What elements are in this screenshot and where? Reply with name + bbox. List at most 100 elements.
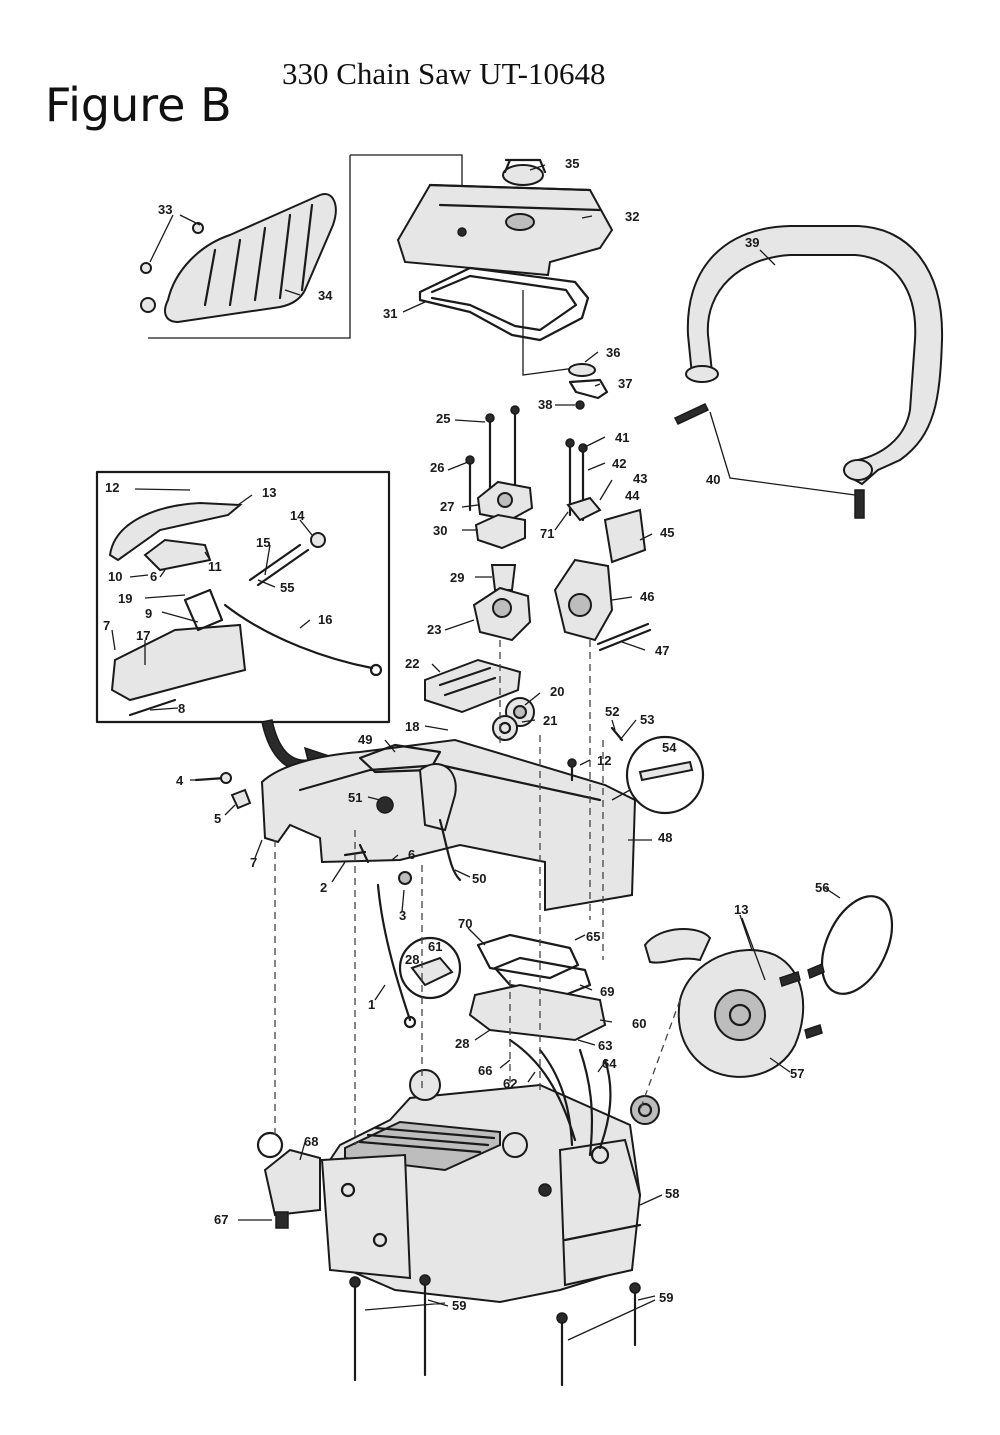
callout-62: 62 xyxy=(503,1076,517,1091)
handle-bar-group xyxy=(673,225,944,519)
callout-48: 48 xyxy=(658,830,672,845)
bolts-carburetor xyxy=(465,405,588,522)
callout-16: 16 xyxy=(318,612,332,627)
diagram-title: 330 Chain Saw UT-10648 xyxy=(282,56,606,91)
callout-5: 5 xyxy=(214,811,221,826)
callout-41: 41 xyxy=(615,430,629,445)
callout-9: 9 xyxy=(145,606,152,621)
fuel-lines xyxy=(508,1038,612,1157)
callout-42: 42 xyxy=(612,456,626,471)
callout-14: 14 xyxy=(290,508,305,523)
callout-8: 8 xyxy=(178,701,185,716)
starter-assembly xyxy=(630,895,894,1125)
rear-handle-housing xyxy=(260,738,637,912)
callout-52: 52 xyxy=(605,704,619,719)
callout-31: 31 xyxy=(383,306,397,321)
callout-56: 56 xyxy=(815,880,829,895)
callout-43: 43 xyxy=(633,471,647,486)
callout-7b: 7 xyxy=(250,855,257,870)
callout-2: 2 xyxy=(320,880,327,895)
handle-top xyxy=(108,501,243,562)
intake-parts xyxy=(553,496,652,652)
callout-64: 64 xyxy=(602,1056,617,1071)
callout-45: 45 xyxy=(660,525,674,540)
callout-71: 71 xyxy=(540,526,554,541)
callout-63: 63 xyxy=(598,1038,612,1053)
callout-70: 70 xyxy=(458,916,472,931)
callout-26: 26 xyxy=(430,460,444,475)
callout-32: 32 xyxy=(625,209,639,224)
callout-1: 1 xyxy=(368,997,375,1012)
callout-47: 47 xyxy=(655,643,669,658)
callout-17: 17 xyxy=(136,628,150,643)
top-cover xyxy=(396,183,614,277)
insulator-block xyxy=(468,983,607,1042)
callout-25: 25 xyxy=(436,411,450,426)
alignment-lines xyxy=(274,640,681,1145)
callout-36: 36 xyxy=(606,345,620,360)
callout-50: 50 xyxy=(472,871,486,886)
callout-53: 53 xyxy=(640,712,654,727)
callout-29: 29 xyxy=(450,570,464,585)
callout-18: 18 xyxy=(405,719,419,734)
gasket xyxy=(418,266,590,342)
filter-seals xyxy=(424,658,535,741)
callout-28a: 28 xyxy=(405,952,419,967)
fuel-tank xyxy=(558,1138,642,1287)
bottom-bolts xyxy=(275,1211,641,1387)
handle-body xyxy=(110,623,247,702)
muffler xyxy=(320,1153,412,1280)
callout-58: 58 xyxy=(665,1186,679,1201)
carburetor-stack xyxy=(472,480,534,642)
callout-67: 67 xyxy=(214,1212,228,1227)
rewind-spring xyxy=(820,895,894,995)
callout-6a: 6 xyxy=(150,569,157,584)
engine-block xyxy=(256,1069,642,1304)
figure-label: Figure B xyxy=(45,78,232,132)
callout-33: 33 xyxy=(158,202,172,217)
callout-51: 51 xyxy=(348,790,362,805)
part-callouts: 35 32 33 34 31 39 36 37 38 25 41 26 42 4… xyxy=(103,156,829,1313)
callout-27: 27 xyxy=(440,499,454,514)
key-inset xyxy=(611,735,705,815)
callout-30: 30 xyxy=(433,523,447,538)
callout-20: 20 xyxy=(550,684,564,699)
callout-68: 68 xyxy=(304,1134,318,1149)
callout-35: 35 xyxy=(565,156,579,171)
callout-11: 11 xyxy=(208,559,222,574)
callout-13a: 13 xyxy=(262,485,276,500)
callout-37: 37 xyxy=(618,376,632,391)
callout-22: 22 xyxy=(405,656,419,671)
callout-21: 21 xyxy=(543,713,557,728)
callout-7a: 7 xyxy=(103,618,110,633)
callout-44: 44 xyxy=(625,488,640,503)
callout-4: 4 xyxy=(176,773,184,788)
main-housing xyxy=(260,738,637,912)
callout-10: 10 xyxy=(108,569,122,584)
callout-46: 46 xyxy=(640,589,654,604)
callout-38: 38 xyxy=(538,397,552,412)
callout-6b: 6 xyxy=(408,847,415,862)
callout-54: 54 xyxy=(662,740,677,755)
inset-throttle-box xyxy=(95,470,391,724)
filter-cover-group xyxy=(140,154,463,339)
callout-66: 66 xyxy=(478,1063,492,1078)
callout-65: 65 xyxy=(586,929,600,944)
fuel-cap xyxy=(502,164,544,186)
callout-55: 55 xyxy=(280,580,294,595)
callout-59a: 59 xyxy=(452,1298,466,1313)
callout-12b: 12 xyxy=(597,753,611,768)
callout-34: 34 xyxy=(318,288,333,303)
callout-15: 15 xyxy=(256,535,270,550)
callout-61: 61 xyxy=(428,939,442,954)
callout-49: 49 xyxy=(358,732,372,747)
callout-28b: 28 xyxy=(455,1036,469,1051)
callout-40: 40 xyxy=(706,472,720,487)
left-small-parts xyxy=(194,772,417,1029)
callout-3: 3 xyxy=(399,908,406,923)
callout-leaders xyxy=(111,164,841,1341)
callout-12a: 12 xyxy=(105,480,119,495)
callout-69: 69 xyxy=(600,984,614,999)
